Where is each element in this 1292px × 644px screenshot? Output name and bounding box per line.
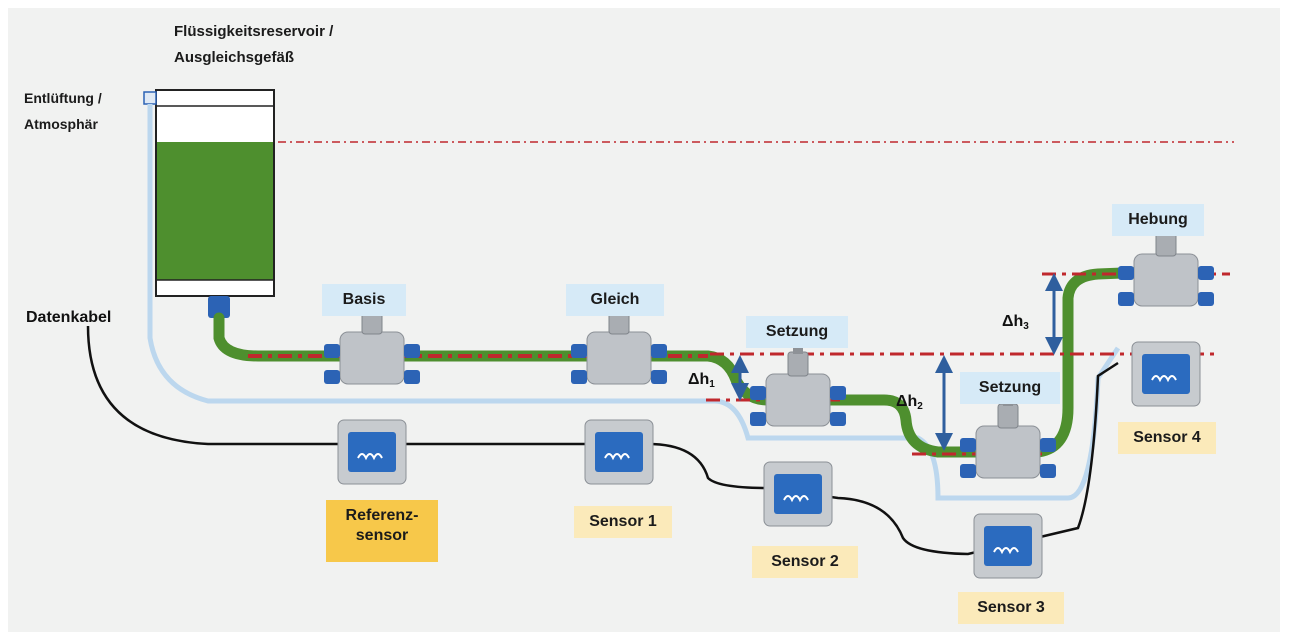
delta-h2-index: 2	[917, 401, 923, 412]
tag-hebung: Hebung	[1112, 204, 1204, 236]
tag-sensor-1: Sensor 1	[574, 506, 672, 538]
reservoir-tank	[155, 89, 275, 318]
delta-h1-symbol: Δh	[688, 371, 710, 388]
tag-basis: Basis	[322, 284, 406, 316]
vent-label-line1: Entlüftung /	[24, 90, 102, 106]
sensor-device-icon	[959, 391, 1057, 479]
delta-h1-index: 1	[709, 379, 715, 390]
sensor-device-icon	[584, 419, 654, 485]
delta-h3-index: 3	[1023, 321, 1029, 332]
sensor-device-icon	[763, 461, 833, 527]
tag-reference-line2: sensor	[355, 527, 409, 544]
tag-sensor-2: Sensor 2	[752, 546, 858, 578]
sensor-device-icon	[1131, 341, 1201, 407]
fluid-tube	[213, 266, 1154, 458]
reservoir-title-line1: Flüssigkeitsreservoir /	[174, 23, 334, 40]
data-cable	[86, 325, 1119, 556]
reservoir-title-line2: Ausgleichsgefäß	[174, 49, 295, 66]
delta-h2-symbol: Δh	[896, 393, 918, 410]
diagram-canvas: Flüssigkeitsreservoir / Ausgleichsgefäß …	[8, 8, 1280, 632]
delta-h2-label: Δh2	[896, 392, 923, 417]
tag-sensor-3: Sensor 3	[958, 592, 1064, 624]
vent-label-line2: Atmosphär	[24, 116, 98, 132]
tag-reference-line1: Referenz-	[345, 507, 419, 524]
diagram-graphic	[86, 89, 1234, 579]
delta-h3-symbol: Δh	[1002, 313, 1024, 330]
tag-reference-sensor: Referenz- sensor	[326, 500, 438, 562]
data-cable-label: Datenkabel	[26, 309, 112, 326]
delta-h1-label: Δh1	[688, 370, 715, 395]
sensor-device-icon	[973, 513, 1043, 579]
tag-gleich: Gleich	[566, 284, 664, 316]
delta-h3-label: Δh3	[1002, 312, 1029, 337]
sensor-device-icon	[337, 419, 407, 485]
tag-setzung-1: Setzung	[746, 316, 848, 348]
tag-sensor-4: Sensor 4	[1118, 422, 1216, 454]
vent-icon	[143, 91, 157, 105]
tag-setzung-2: Setzung	[960, 372, 1060, 404]
